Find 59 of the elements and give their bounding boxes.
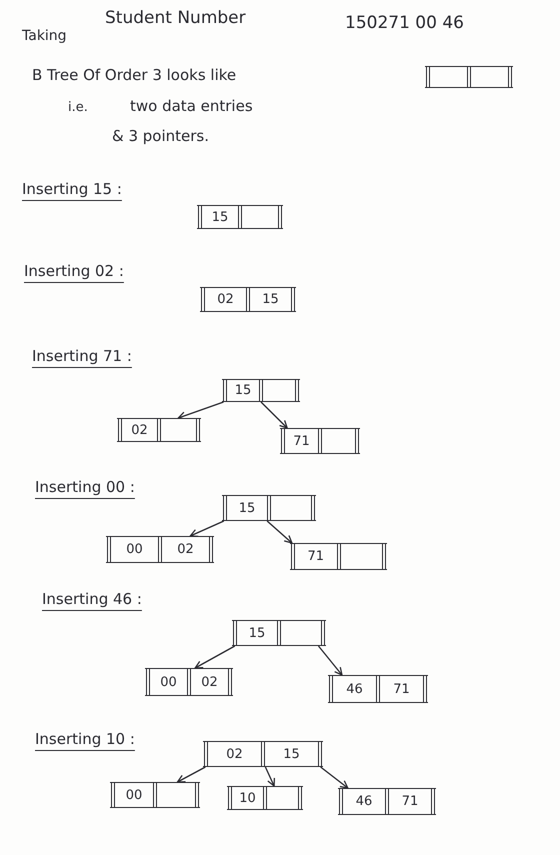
btree-node xyxy=(110,782,200,808)
key-value: 71 xyxy=(402,795,418,808)
key-value: 71 xyxy=(307,550,324,563)
key-value: 02 xyxy=(201,676,218,688)
btree-node xyxy=(222,495,316,521)
pointer-arrow xyxy=(320,766,348,789)
btree-node xyxy=(200,287,296,312)
btree-node xyxy=(338,788,436,815)
btree-node xyxy=(328,675,428,703)
btree-node xyxy=(117,418,201,442)
pointer-arrow xyxy=(176,766,206,783)
note-text: & 3 pointers. xyxy=(112,127,210,145)
btree-node xyxy=(203,741,323,767)
key-value: 02 xyxy=(131,424,148,436)
key-value: 46 xyxy=(356,795,372,808)
key-value: 00 xyxy=(126,788,142,802)
step-heading: Inserting 02 : xyxy=(24,262,124,280)
key-value: 15 xyxy=(262,293,279,306)
btree-node xyxy=(232,620,326,646)
note-text: two data entries xyxy=(130,97,253,115)
note-text: B Tree Of Order 3 looks like xyxy=(32,66,236,84)
pointer-arrow xyxy=(178,401,224,420)
note-text: Student Number xyxy=(105,8,246,28)
key-value: 15 xyxy=(238,502,256,514)
key-value: 00 xyxy=(160,676,177,688)
btree-node xyxy=(290,543,387,570)
btree-node xyxy=(280,428,360,454)
pointer-arrow xyxy=(318,646,343,676)
step-heading: Inserting 10 : xyxy=(35,730,135,748)
key-value: 02 xyxy=(217,293,234,306)
pointer-arrow xyxy=(266,520,293,544)
step-heading: Inserting 71 : xyxy=(32,347,132,365)
pointer-arrow xyxy=(260,402,288,429)
key-value: 15 xyxy=(212,210,228,224)
key-value: 15 xyxy=(234,384,252,397)
key-value: 15 xyxy=(248,626,266,640)
key-value: 10 xyxy=(239,792,256,804)
btree-node xyxy=(145,668,233,696)
empty-btree-node xyxy=(425,66,513,88)
key-value: 02 xyxy=(177,543,194,556)
btree-node xyxy=(106,536,214,563)
key-value: 46 xyxy=(346,682,363,696)
step-heading: Inserting 46 : xyxy=(42,590,142,608)
key-value: 71 xyxy=(293,434,310,448)
pointer-arrow xyxy=(264,766,276,787)
pointer-arrow xyxy=(194,645,236,669)
pointer-arrow xyxy=(190,520,224,537)
note-text: Taking xyxy=(22,28,67,45)
key-value: 00 xyxy=(126,543,143,556)
step-heading: Inserting 15 : xyxy=(22,180,122,198)
note-text: 150271 00 46 xyxy=(345,13,464,34)
btree-node xyxy=(227,786,303,810)
key-value: 02 xyxy=(226,748,243,760)
btree-node xyxy=(222,379,300,402)
btree-node xyxy=(197,205,283,229)
key-value: 15 xyxy=(283,748,300,760)
step-heading: Inserting 00 : xyxy=(35,478,135,496)
note-text: i.e. xyxy=(68,100,88,116)
key-value: 71 xyxy=(393,682,410,696)
